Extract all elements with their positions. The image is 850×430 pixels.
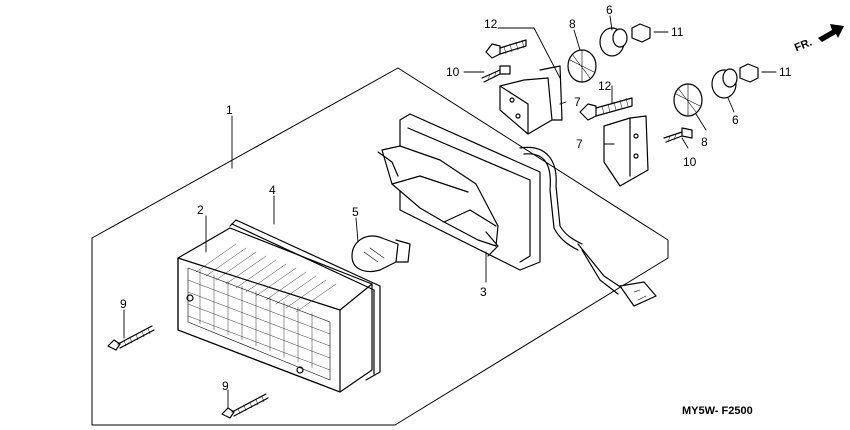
callout-6-lower: 6	[732, 113, 739, 127]
callout-12-lower: 12	[598, 79, 612, 93]
screw-10-left	[481, 65, 511, 83]
tapping-screw-9-lower	[221, 393, 269, 419]
callout-9-lower: 9	[222, 379, 229, 393]
callout-8-upper: 8	[569, 17, 576, 31]
callout-10-lower: 10	[683, 155, 697, 169]
callout-6-upper: 6	[606, 3, 613, 17]
front-direction-label: FR.	[793, 36, 814, 54]
callout-8-lower: 8	[701, 135, 708, 149]
front-direction-arrow: FR.	[793, 24, 844, 54]
callout-11-lower: 11	[779, 65, 792, 79]
grommet-8-left	[567, 49, 597, 83]
assembly-group-outline	[91, 67, 669, 426]
bracket-left	[499, 65, 563, 135]
leader-lines	[123, 15, 777, 409]
callout-11-upper: 11	[671, 25, 684, 39]
tail-light-housing	[377, 113, 541, 271]
diagram-code: MY5W- F2500	[682, 405, 753, 417]
callout-3: 3	[480, 285, 487, 299]
screw-10-right	[663, 127, 693, 143]
callout-7-upper: 7	[574, 95, 581, 109]
nut-11-left	[631, 23, 651, 43]
callout-2: 2	[197, 203, 204, 217]
nut-11-right	[739, 63, 759, 83]
wiring-harness	[519, 146, 657, 307]
collar-6-left	[599, 27, 628, 57]
bulb	[351, 235, 411, 273]
callout-9-upper: 9	[120, 297, 127, 311]
screw-12-right	[579, 97, 633, 121]
callout-1: 1	[226, 103, 233, 117]
callout-10-upper: 10	[446, 65, 460, 79]
callout-5: 5	[352, 205, 359, 219]
grommet-8-right	[673, 83, 703, 117]
callout-4: 4	[269, 183, 276, 197]
collar-6-right	[711, 68, 738, 99]
callouts: 1 2 3 4 5 6 6 7 7 8 8 9 9 10 10 11 11 12…	[120, 3, 792, 393]
callout-7-lower: 7	[576, 137, 583, 151]
tapping-screw-9-upper	[107, 325, 155, 351]
tail-light-lens	[177, 227, 373, 393]
callout-12-upper: 12	[484, 17, 498, 31]
lens-gasket	[229, 219, 381, 381]
bracket-right	[603, 115, 649, 187]
screw-12-left	[485, 39, 527, 59]
